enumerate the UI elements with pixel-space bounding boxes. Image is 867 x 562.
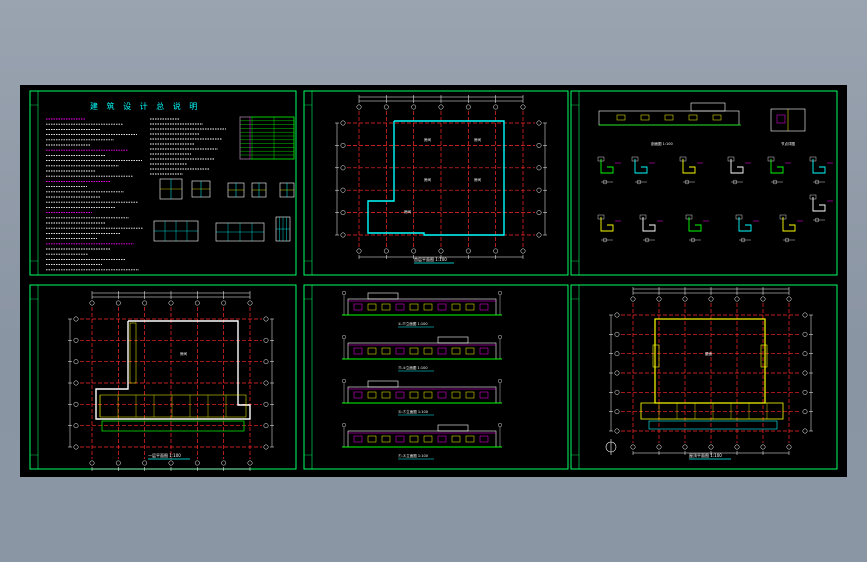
sheet-6-title: 屋顶平面图 1:100: [689, 452, 722, 458]
sheet-2-title: 首层平面图 1:100: [414, 256, 447, 262]
svg-text:节点详图: 节点详图: [781, 141, 795, 146]
elevation-label-2: ⑪-①立面图 1:100: [398, 365, 428, 370]
svg-text:屋面: 屋面: [705, 351, 713, 356]
svg-text:房间: 房间: [424, 177, 432, 182]
svg-text:房间: 房间: [474, 177, 482, 182]
svg-text:房间: 房间: [424, 137, 432, 142]
cad-drawing: 建 筑 设 计 总 说 明房间房间房间房间房间首层平面图 1:100剖面图 1:…: [29, 90, 838, 471]
svg-text:房间: 房间: [404, 209, 412, 214]
sheet-4-title: 一层平面图 1:100: [148, 452, 181, 458]
drawing-sheet-3: 剖面图 1:100 节点详图: [570, 90, 838, 276]
drawing-sheet-1: 建 筑 设 计 总 说 明: [29, 90, 297, 276]
elevation-label-1: ①-⑪立面图 1:100: [398, 321, 428, 326]
elevation-label-3: Ⓐ-Ⓕ立面图 1:100: [398, 409, 428, 414]
elevation-label-4: Ⓕ-Ⓐ立面图 1:100: [398, 453, 428, 458]
drawing-sheet-2: 房间房间房间房间房间首层平面图 1:100: [303, 90, 569, 276]
svg-text:房间: 房间: [474, 137, 482, 142]
svg-text:房间: 房间: [180, 351, 187, 356]
sheet-3-title: 剖面图 1:100: [651, 141, 673, 146]
sheet-title: 建 筑 设 计 总 说 明: [90, 101, 200, 111]
